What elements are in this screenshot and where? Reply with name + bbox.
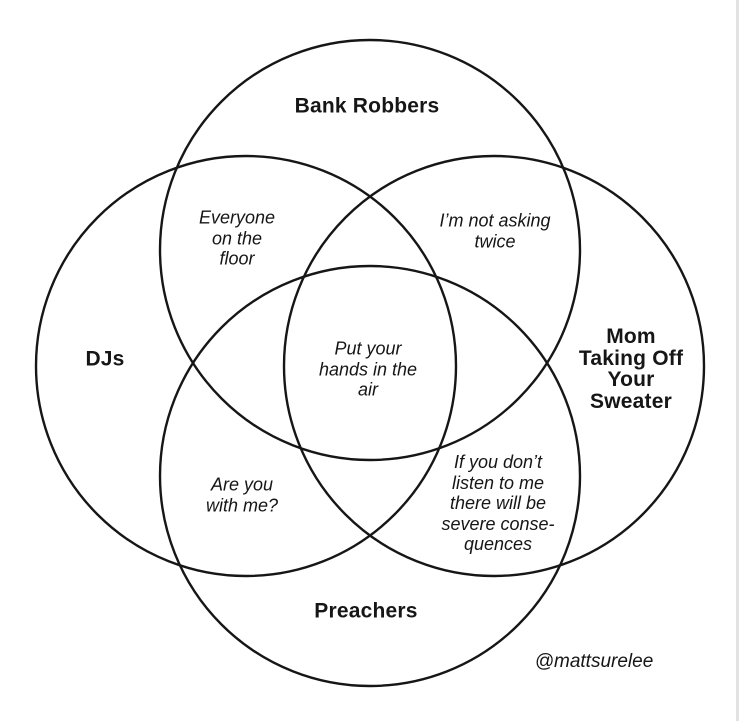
- set-label-preachers: Preachers: [314, 599, 418, 623]
- attribution-handle: @mattsurelee: [534, 651, 654, 672]
- set-label-djs: DJs: [85, 347, 125, 371]
- venn-circle-mom: [282, 154, 706, 578]
- overlap-label-im-not-asking-twice: I’m not asking twice: [439, 210, 551, 252]
- overlap-label-put-your-hands-in-the-air: Put your hands in the air: [318, 338, 418, 400]
- venn-circle-djs: [34, 154, 458, 578]
- overlap-label-are-you-with-me: Are you with me?: [205, 474, 279, 516]
- right-edge-divider: [736, 0, 739, 721]
- set-label-mom-taking-off-your-sweater: Mom Taking Off Your Sweater: [578, 325, 684, 413]
- set-label-bank-robbers: Bank Robbers: [294, 94, 440, 118]
- venn-circle-bank-robbers: [158, 38, 582, 462]
- overlap-label-severe-consequences: If you don’t listen to me there will be …: [441, 451, 555, 554]
- overlap-label-everyone-on-the-floor: Everyone on the floor: [198, 207, 276, 269]
- venn-circle-preachers: [158, 264, 582, 688]
